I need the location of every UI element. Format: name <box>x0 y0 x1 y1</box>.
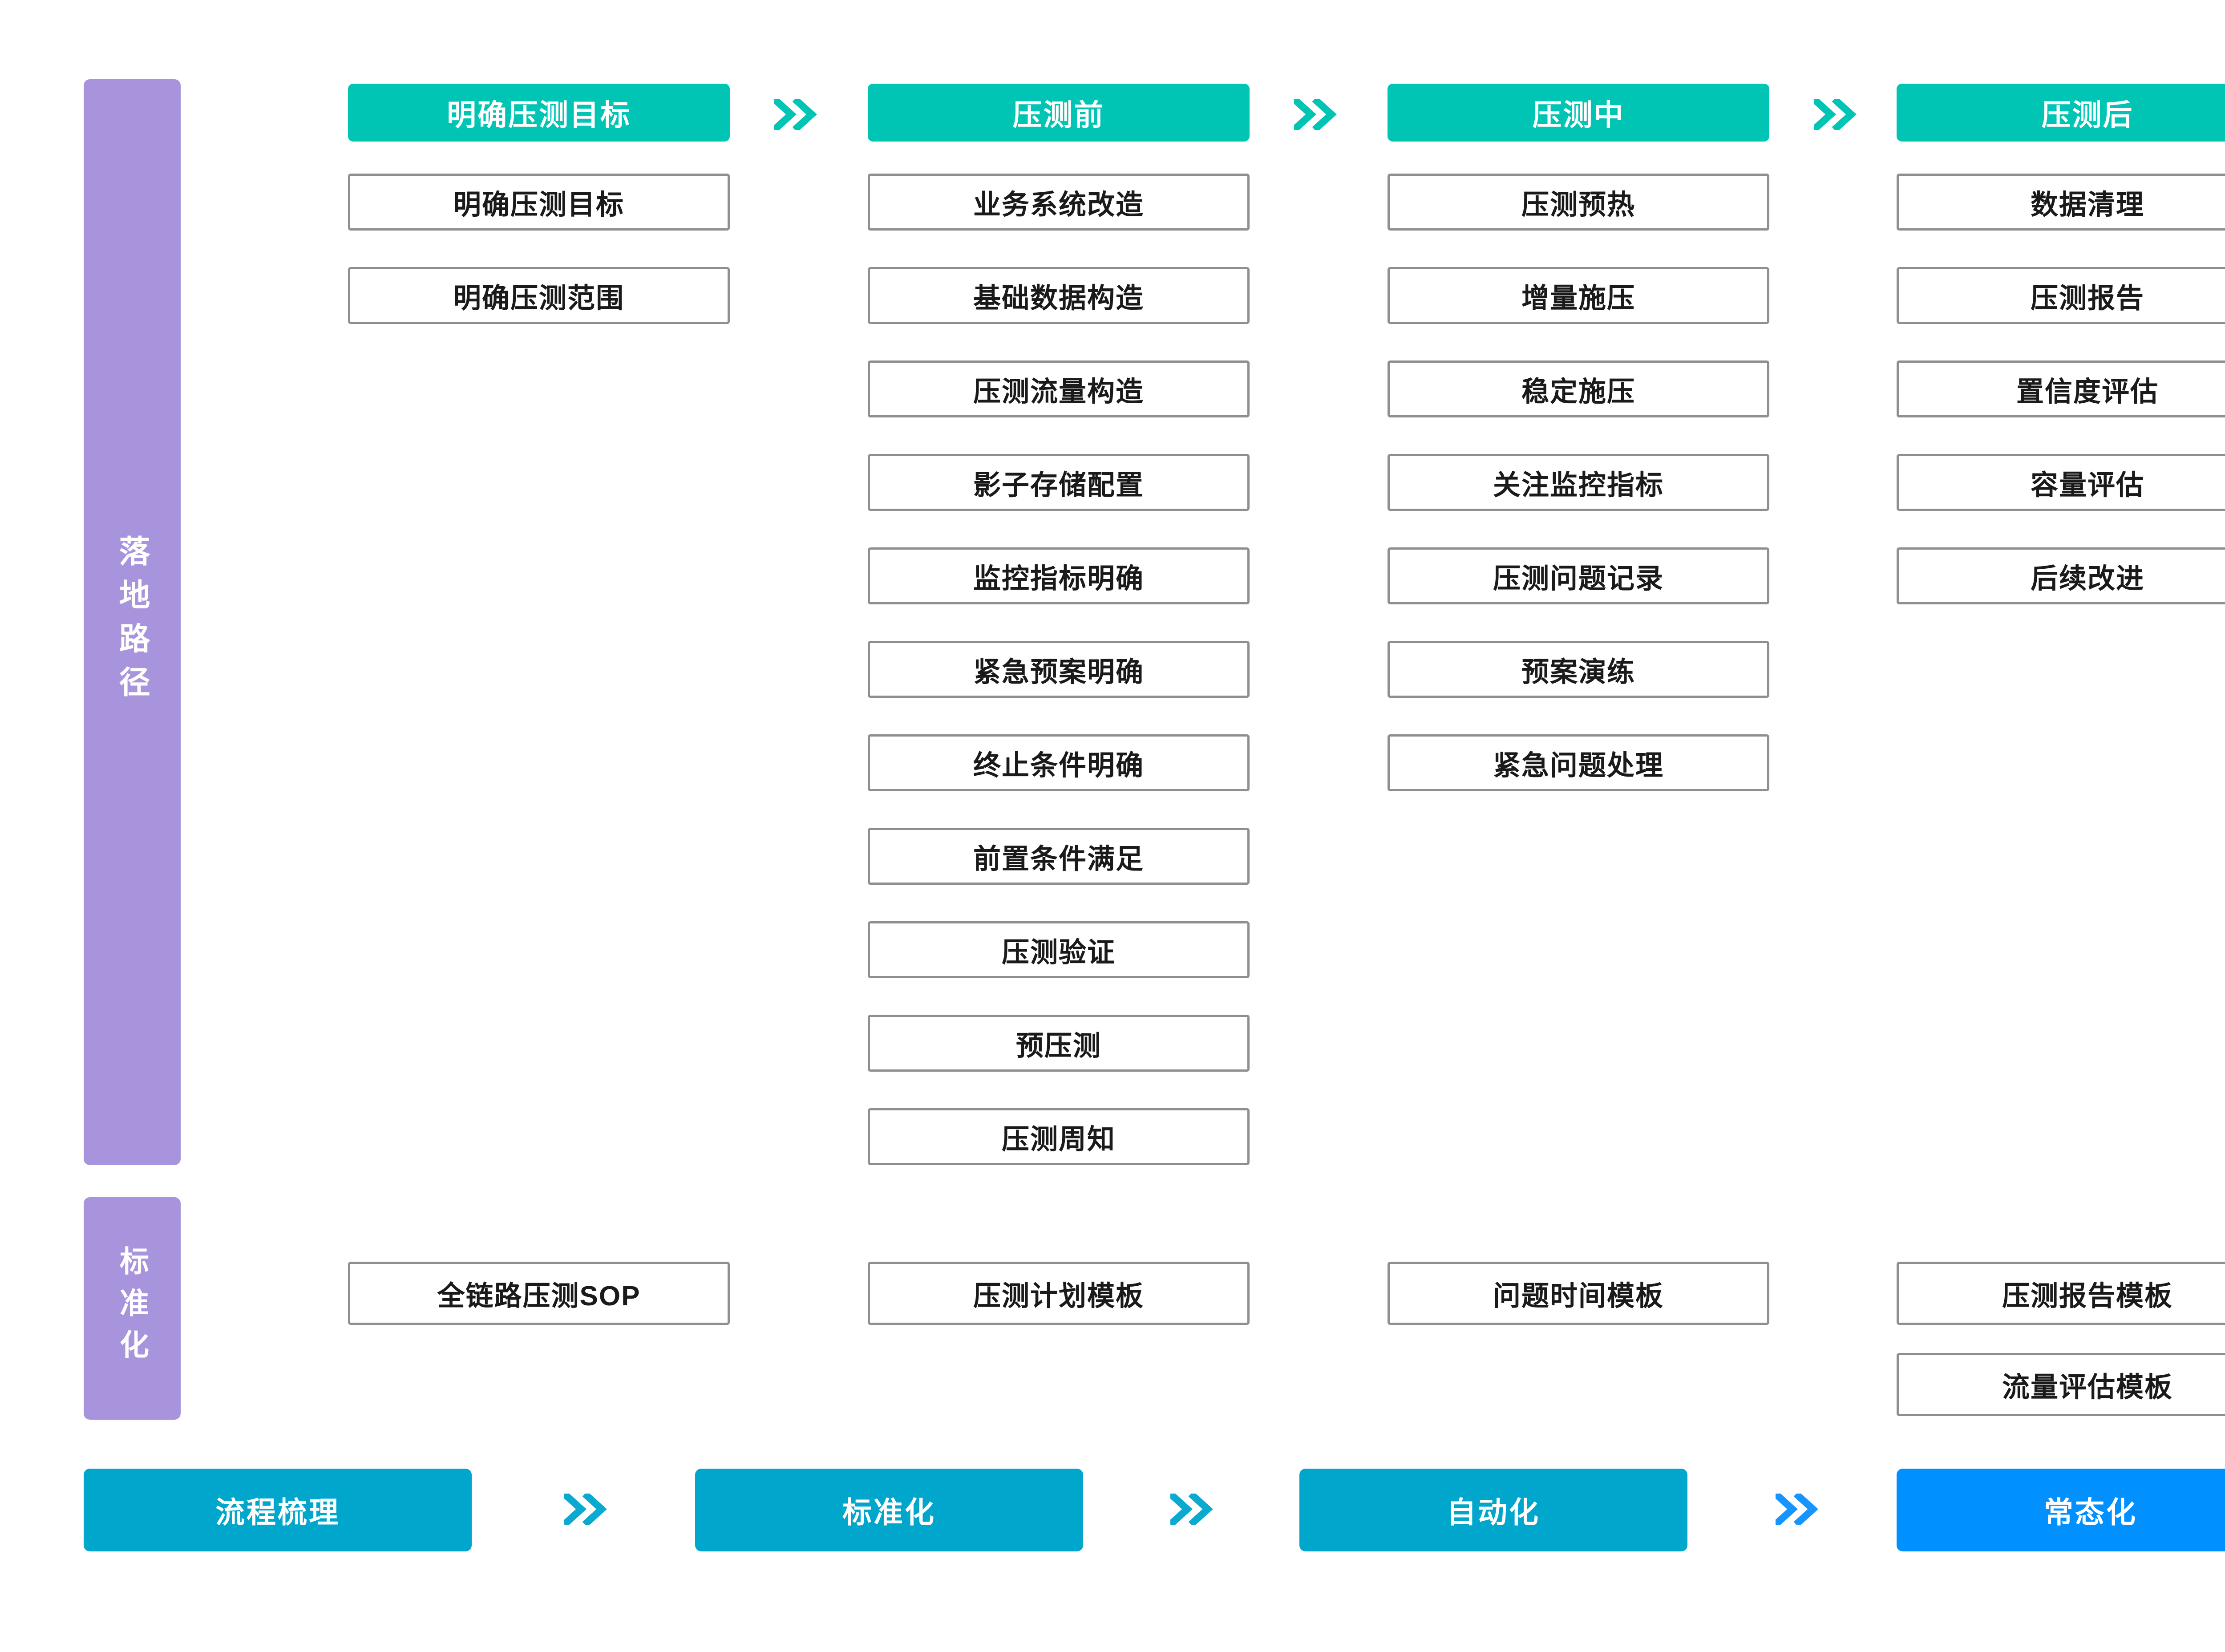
stage-3-item-3[interactable]: 关注监控指标 <box>1388 454 1769 511</box>
stage-1-item-1[interactable]: 明确压测范围 <box>348 267 730 324</box>
chevron-right-icon-pipeline-3 <box>1776 1494 1818 1525</box>
stage-2-item-1[interactable]: 基础数据构造 <box>868 267 1250 324</box>
stage-header-3[interactable]: 压测中 <box>1388 84 1769 142</box>
stage-3-item-2[interactable]: 稳定施压 <box>1388 360 1769 417</box>
stage-header-4[interactable]: 压测后 <box>1897 84 2225 142</box>
stage-2-item-3[interactable]: 影子存储配置 <box>868 454 1250 511</box>
stage-1-item-0[interactable]: 明确压测目标 <box>348 174 730 231</box>
pipeline-step-4[interactable]: 常态化 <box>1897 1469 2225 1551</box>
stage-2-item-5[interactable]: 紧急预案明确 <box>868 641 1250 698</box>
template-stage-4-1[interactable]: 流量评估模板 <box>1897 1353 2225 1416</box>
stage-2-item-4[interactable]: 监控指标明确 <box>868 547 1250 604</box>
stage-2-item-0[interactable]: 业务系统改造 <box>868 174 1250 231</box>
template-stage-1-0[interactable]: 全链路压测SOP <box>348 1262 730 1325</box>
template-stage-3-0[interactable]: 问题时间模板 <box>1388 1262 1769 1325</box>
chevron-right-icon-pipeline-1 <box>564 1494 607 1525</box>
stage-4-item-1[interactable]: 压测报告 <box>1897 267 2225 324</box>
stage-3-item-6[interactable]: 紧急问题处理 <box>1388 734 1769 791</box>
stage-header-1[interactable]: 明确压测目标 <box>348 84 730 142</box>
band-landing-path: 落地路径 <box>84 79 181 1165</box>
stage-3-item-0[interactable]: 压测预热 <box>1388 174 1769 231</box>
stage-2-item-8[interactable]: 压测验证 <box>868 921 1250 978</box>
stage-2-item-6[interactable]: 终止条件明确 <box>868 734 1250 791</box>
template-stage-4-0[interactable]: 压测报告模板 <box>1897 1262 2225 1325</box>
stage-3-item-1[interactable]: 增量施压 <box>1388 267 1769 324</box>
stage-2-item-10[interactable]: 压测周知 <box>868 1108 1250 1165</box>
chevron-right-icon-pipeline-2 <box>1170 1494 1213 1525</box>
chevron-right-icon-2 <box>1294 99 1337 130</box>
chevron-right-icon-3 <box>1814 99 1857 130</box>
stage-3-item-4[interactable]: 压测问题记录 <box>1388 547 1769 604</box>
band-landing-path-label: 落地路径 <box>115 535 150 709</box>
pipeline-step-3[interactable]: 自动化 <box>1299 1469 1687 1551</box>
pipeline-step-2[interactable]: 标准化 <box>695 1469 1083 1551</box>
template-stage-2-0[interactable]: 压测计划模板 <box>868 1262 1250 1325</box>
stage-4-item-4[interactable]: 后续改进 <box>1897 547 2225 604</box>
stage-2-item-2[interactable]: 压测流量构造 <box>868 360 1250 417</box>
stage-4-item-2[interactable]: 置信度评估 <box>1897 360 2225 417</box>
stage-4-item-0[interactable]: 数据清理 <box>1897 174 2225 231</box>
stage-2-item-7[interactable]: 前置条件满足 <box>868 828 1250 885</box>
pipeline-step-1[interactable]: 流程梳理 <box>84 1469 472 1551</box>
stage-header-2[interactable]: 压测前 <box>868 84 1250 142</box>
stage-4-item-3[interactable]: 容量评估 <box>1897 454 2225 511</box>
chevron-right-icon-1 <box>774 99 817 130</box>
band-standardization: 标准化 <box>84 1197 181 1420</box>
stage-2-item-9[interactable]: 预压测 <box>868 1015 1250 1072</box>
stage-3-item-5[interactable]: 预案演练 <box>1388 641 1769 698</box>
band-standardization-label: 标准化 <box>116 1246 149 1371</box>
